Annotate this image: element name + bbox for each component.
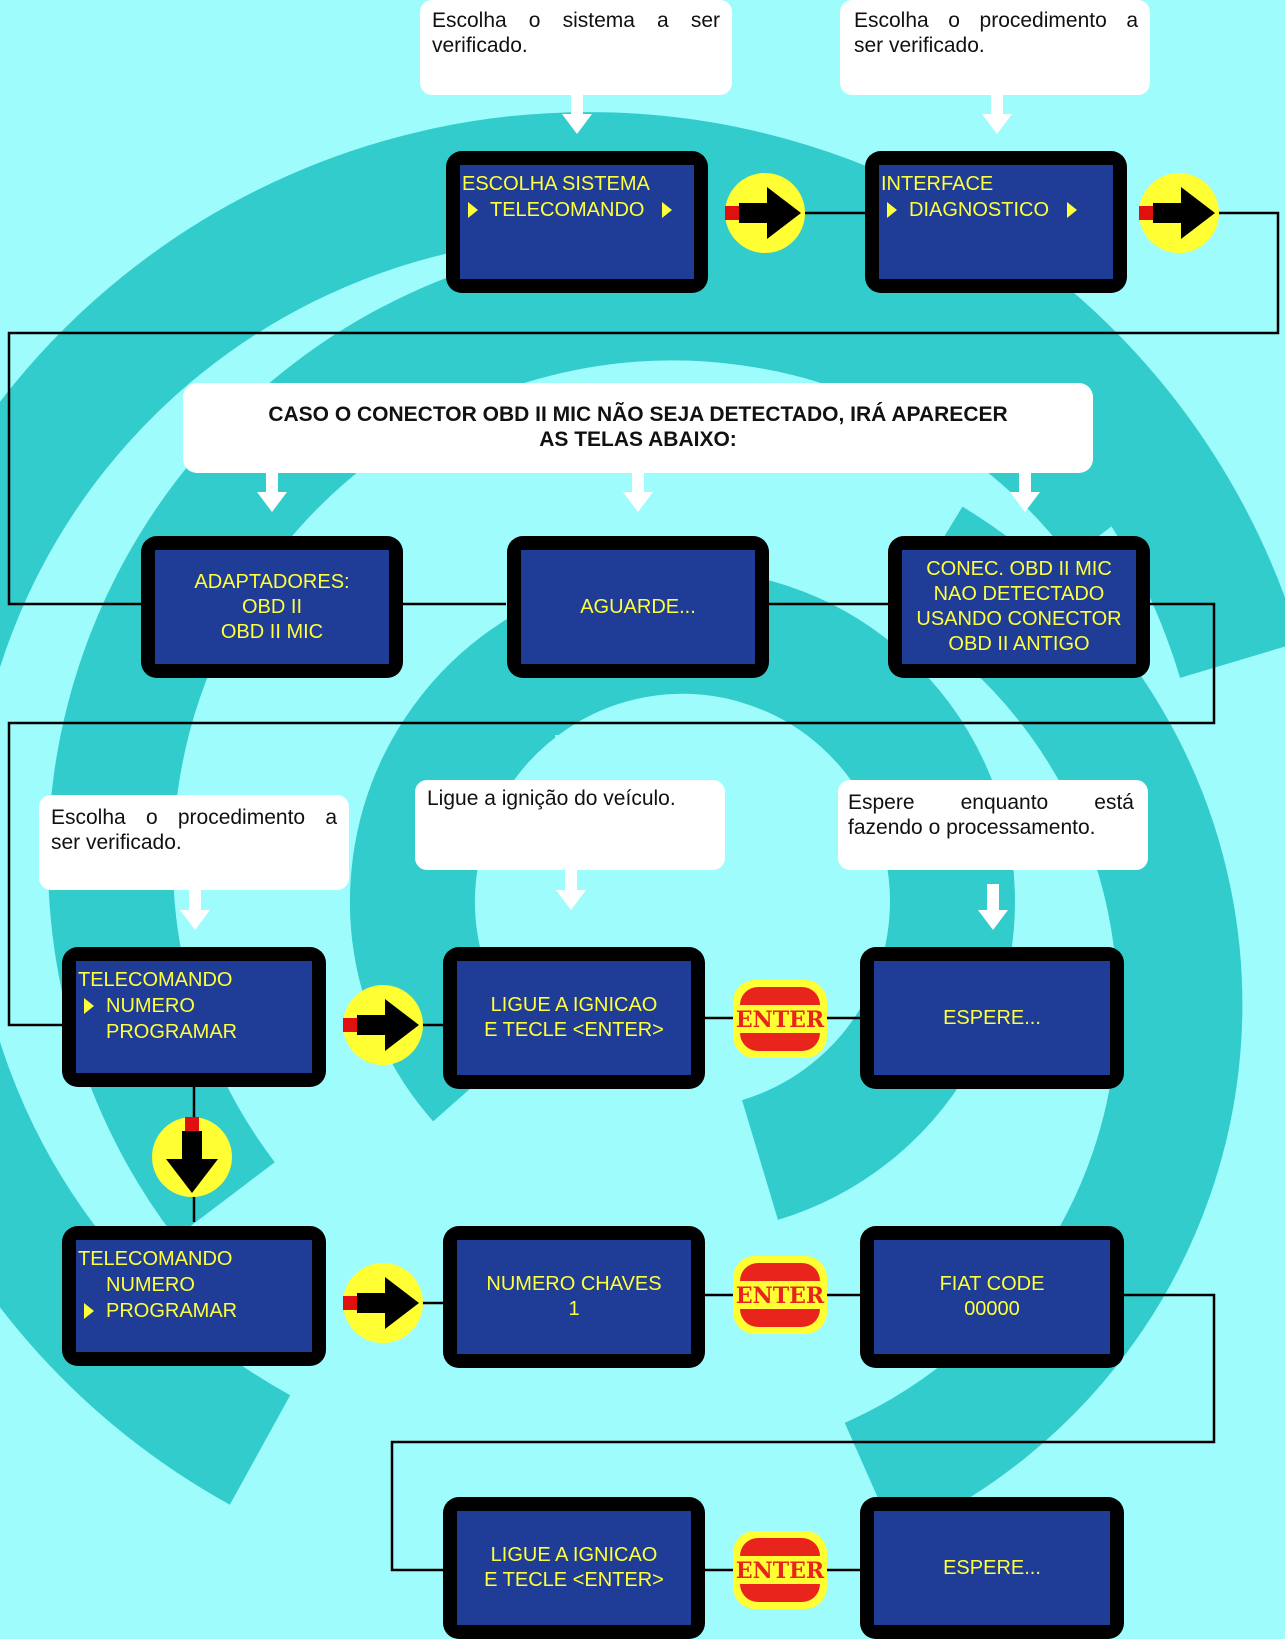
screen-fiat-code: FIAT CODE 00000 — [860, 1226, 1124, 1368]
lcd-option: DIAGNOSTICO — [909, 198, 1050, 221]
callout-line: Espere enquanto está — [848, 791, 1134, 814]
lcd-option: NUMERO — [106, 994, 195, 1017]
lcd-line: 1 — [568, 1298, 580, 1320]
lcd-line: OBD II MIC — [220, 620, 324, 643]
callout-wait-processing: Espere enquanto está fazendo o processam… — [838, 780, 1148, 870]
screen-ligue-ignicao-2: LIGUE A IGNICAO E TECLE <ENTER> — [443, 1497, 705, 1639]
white-down-arrow-icon — [257, 466, 287, 512]
white-down-arrow-icon — [978, 884, 1008, 930]
lcd-option-row: DIAGNOSTICO — [881, 197, 1113, 223]
lcd-line: ESPERE... — [943, 1006, 1041, 1029]
white-down-arrow-icon — [562, 88, 592, 134]
lcd-option-row: PROGRAMAR — [78, 1019, 312, 1045]
callout-line: Escolha o procedimento a — [854, 9, 1138, 32]
lcd-line: CONEC. OBD II MIC — [926, 558, 1112, 580]
lcd-line: AGUARDE... — [580, 595, 696, 618]
lcd-line: ADAPTADORES: — [194, 570, 350, 593]
lcd-title: TELECOMANDO — [78, 1247, 233, 1270]
down-arrow-icon[interactable] — [152, 1117, 232, 1197]
enter-button[interactable]: ENTER — [732, 1530, 828, 1610]
lcd-line: OBD II — [241, 595, 302, 618]
selection-pointer-icon — [468, 202, 478, 218]
enter-label: ENTER — [736, 1007, 825, 1033]
banner-line: AS TELAS ABAIXO: — [539, 428, 737, 451]
white-down-arrow-icon — [1010, 466, 1040, 512]
screen-telecomando-programar: TELECOMANDO NUMERO PROGRAMAR — [62, 1226, 326, 1366]
selection-pointer-icon — [84, 1303, 94, 1319]
lcd-title: ESCOLHA SISTEMA — [462, 172, 650, 195]
selection-pointer-icon — [84, 998, 94, 1014]
lcd-option-row: NUMERO — [78, 993, 312, 1019]
lcd-option-row: PROGRAMAR — [78, 1298, 312, 1324]
screen-ligue-ignicao: LIGUE A IGNICAO E TECLE <ENTER> — [443, 947, 705, 1089]
selection-pointer-icon — [887, 202, 897, 218]
callout-line: ser verificado. — [854, 34, 985, 57]
lcd-line: ESPERE... — [943, 1556, 1041, 1579]
right-arrow-icon[interactable] — [1139, 173, 1219, 253]
screen-conector-nao-detectado: CONEC. OBD II MIC NAO DETECTADO USANDO C… — [888, 536, 1150, 678]
callout-choose-procedure: Escolha o procedimento a ser verificado. — [39, 795, 349, 890]
screen-espere-2: ESPERE... — [860, 1497, 1124, 1639]
callout-line: fazendo o processamento. — [848, 816, 1096, 839]
lcd-option-row: NUMERO — [78, 1272, 312, 1298]
lcd-line: E TECLE <ENTER> — [484, 1569, 664, 1591]
callout-choose-system: Escolha o sistema a ser verificado. — [420, 0, 732, 95]
screen-aguarde: AGUARDE... — [507, 536, 769, 678]
lcd-option: PROGRAMAR — [106, 1020, 238, 1043]
callout-line: Ligue a ignição do veículo. — [427, 787, 676, 810]
enter-button[interactable]: ENTER — [732, 979, 828, 1059]
callout-line: Escolha o procedimento a — [51, 806, 337, 829]
next-pointer-icon — [1067, 202, 1078, 218]
obd-warning-banner: CASO O CONECTOR OBD II MIC NÃO SEJA DETE… — [183, 383, 1093, 473]
banner-line: CASO O CONECTOR OBD II MIC NÃO SEJA DETE… — [268, 403, 1008, 426]
white-down-arrow-icon — [180, 884, 210, 930]
lcd-option-row: TELECOMANDO — [462, 197, 694, 223]
screen-telecomando-numero: TELECOMANDO NUMERO PROGRAMAR — [62, 947, 326, 1087]
right-arrow-icon[interactable] — [725, 173, 805, 253]
lcd-line: OBD II ANTIGO — [948, 633, 1090, 655]
white-down-arrow-icon — [982, 88, 1012, 134]
lcd-title: INTERFACE — [881, 172, 994, 195]
screen-espere: ESPERE... — [860, 947, 1124, 1089]
enter-button[interactable]: ENTER — [732, 1255, 828, 1335]
lcd-line: LIGUE A IGNICAO — [490, 1544, 658, 1566]
lcd-option: PROGRAMAR — [106, 1299, 238, 1322]
right-arrow-icon[interactable] — [343, 1263, 423, 1343]
lcd-line: NUMERO CHAVES — [486, 1273, 662, 1295]
callout-line: Escolha o sistema a ser — [432, 9, 720, 32]
lcd-line: E TECLE <ENTER> — [484, 1019, 664, 1041]
lcd-line: USANDO CONECTOR — [916, 608, 1122, 630]
screen-escolha-sistema: ESCOLHA SISTEMA TELECOMANDO — [446, 151, 708, 293]
enter-label: ENTER — [736, 1558, 825, 1584]
callout-turn-ignition: Ligue a ignição do veículo. — [415, 780, 725, 870]
enter-label: ENTER — [736, 1283, 825, 1309]
lcd-option: TELECOMANDO — [490, 198, 645, 221]
right-arrow-icon[interactable] — [343, 985, 423, 1065]
lcd-title: TELECOMANDO — [78, 968, 233, 991]
screen-numero-chaves: NUMERO CHAVES 1 — [443, 1226, 705, 1368]
next-pointer-icon — [662, 202, 673, 218]
callout-line: verificado. — [432, 34, 528, 57]
lcd-line: LIGUE A IGNICAO — [490, 994, 658, 1016]
lcd-line: NAO DETECTADO — [933, 583, 1105, 605]
callout-line: ser verificado. — [51, 831, 182, 854]
white-down-arrow-icon — [556, 864, 586, 910]
screen-adaptadores: ADAPTADORES: OBD II OBD II MIC — [141, 536, 403, 678]
lcd-line: 00000 — [964, 1298, 1020, 1320]
lcd-line: FIAT CODE — [939, 1273, 1045, 1295]
lcd-option: NUMERO — [106, 1273, 195, 1296]
screen-interface: INTERFACE DIAGNOSTICO — [865, 151, 1127, 293]
white-down-arrow-icon — [623, 466, 653, 512]
callout-choose-procedure-top: Escolha o procedimento a ser verificado. — [840, 0, 1150, 95]
